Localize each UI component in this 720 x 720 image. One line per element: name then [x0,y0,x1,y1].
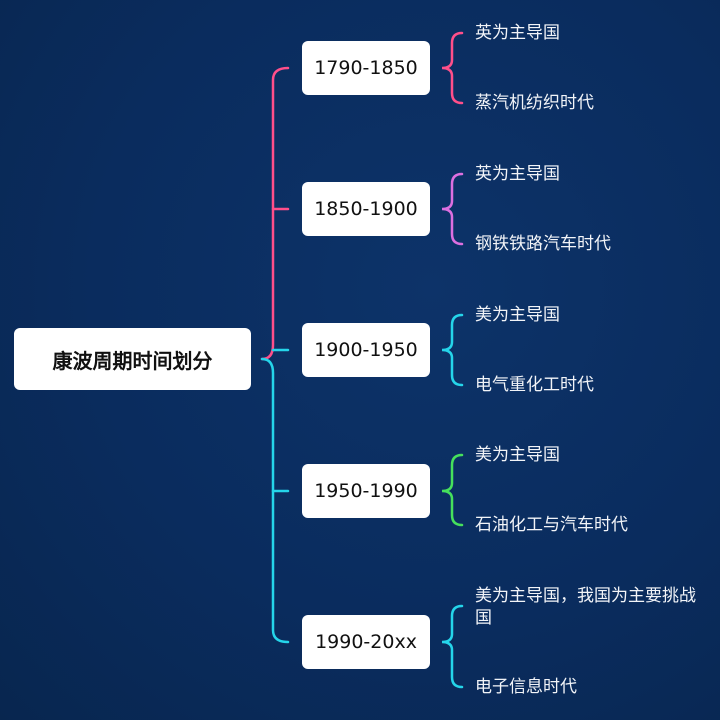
trunk-lower [260,357,290,644]
leaf-node[interactable]: 钢铁铁路汽车时代 [475,234,611,254]
era-label: 1900-1950 [314,339,418,361]
era-label: 1790-1850 [314,57,418,79]
leaf-node[interactable]: 美为主导国 [475,445,560,465]
era-node-1850-1900[interactable]: 1850-1900 [302,182,430,236]
root-label: 康波周期时间划分 [52,348,213,373]
brace-connector [441,172,464,246]
era-label: 1990-20xx [315,631,417,653]
root-node[interactable]: 康波周期时间划分 [14,328,251,390]
trunk-upper [260,66,290,361]
brace-connector [441,604,464,689]
era-node-1790-1850[interactable]: 1790-1850 [302,41,430,95]
leaf-node[interactable]: 电气重化工时代 [475,375,594,395]
leaf-node[interactable]: 蒸汽机纺织时代 [475,93,594,113]
leaf-node[interactable]: 英为主导国 [475,164,560,184]
era-label: 1850-1900 [314,198,418,220]
era-node-1990-20xx[interactable]: 1990-20xx [302,615,430,669]
brace-connector [441,313,464,387]
leaf-node[interactable]: 美为主导国，我国为主要挑战国 [475,586,696,628]
leaf-node[interactable]: 英为主导国 [475,23,560,43]
era-node-1950-1990[interactable]: 1950-1990 [302,464,430,518]
brace-connector [441,453,464,527]
leaf-node[interactable]: 电子信息时代 [475,677,577,697]
leaf-node[interactable]: 石油化工与汽车时代 [475,515,628,535]
brace-connector [441,31,464,105]
leaf-node[interactable]: 美为主导国 [475,305,560,325]
era-label: 1950-1990 [314,480,418,502]
era-node-1900-1950[interactable]: 1900-1950 [302,323,430,377]
